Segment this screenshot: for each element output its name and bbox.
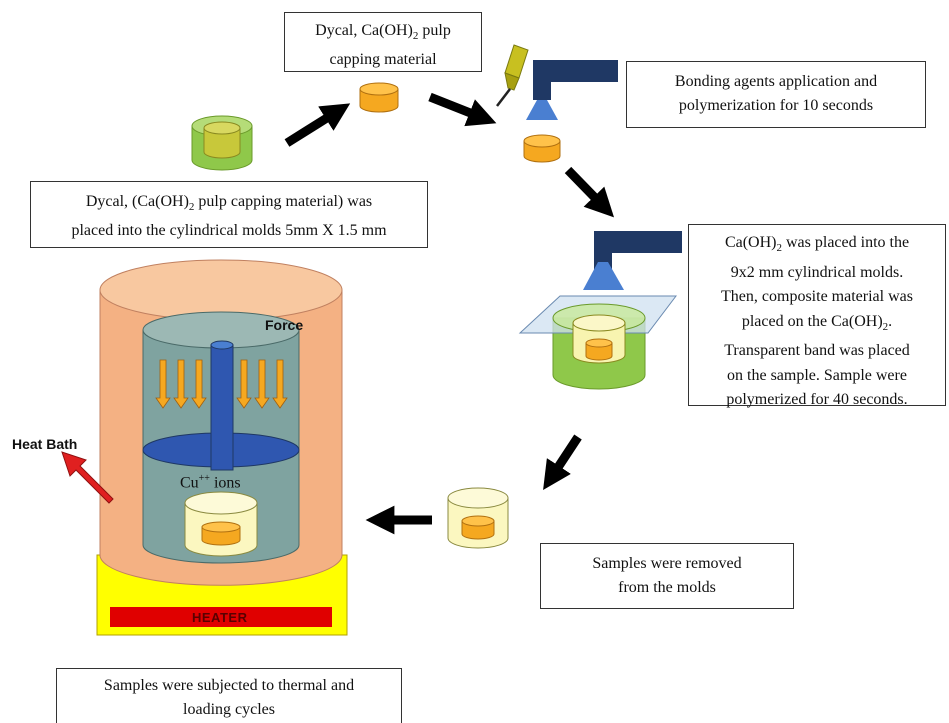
box-composite-placement: Ca(OH)2 was placed into the 9x2 mm cylin… (688, 224, 946, 408)
flow-arrow-1 (284, 103, 351, 147)
applicator-brush-icon (496, 44, 529, 107)
box-bonding-agents: Bonding agents application and polymeriz… (626, 61, 926, 128)
box-thermal-loading: Samples were subjected to thermal and lo… (56, 668, 402, 723)
heater-label: HEATER (192, 610, 248, 625)
curing-light-1 (526, 60, 618, 120)
removed-sample-cylinder (447, 487, 509, 549)
thermal-cycling-apparatus (96, 259, 348, 636)
curing-light-2 (583, 231, 682, 290)
box-removed-from-molds: Samples were removed from the molds (540, 543, 794, 609)
composite-mold-with-band (518, 295, 678, 390)
box-placed-into-molds: Dycal, (Ca(OH)2 pulp capping material) w… (30, 181, 428, 248)
green-mold-cylinder (191, 115, 253, 171)
flow-arrow-2 (428, 92, 497, 127)
heat-bath-arrow (61, 451, 114, 504)
force-arrows (155, 359, 288, 409)
flow-arrow-4 (543, 434, 582, 491)
flow-arrow-3 (564, 166, 615, 218)
box-capping-material: Dycal, Ca(OH)2 pulp capping material (284, 12, 482, 72)
orange-sample-disc-2 (523, 134, 561, 163)
force-label: Force (265, 317, 304, 333)
orange-sample-disc-1 (359, 82, 399, 113)
heat-bath-label: Heat Bath (12, 436, 78, 452)
copper-ions-label: Cu++ ions (180, 473, 241, 492)
